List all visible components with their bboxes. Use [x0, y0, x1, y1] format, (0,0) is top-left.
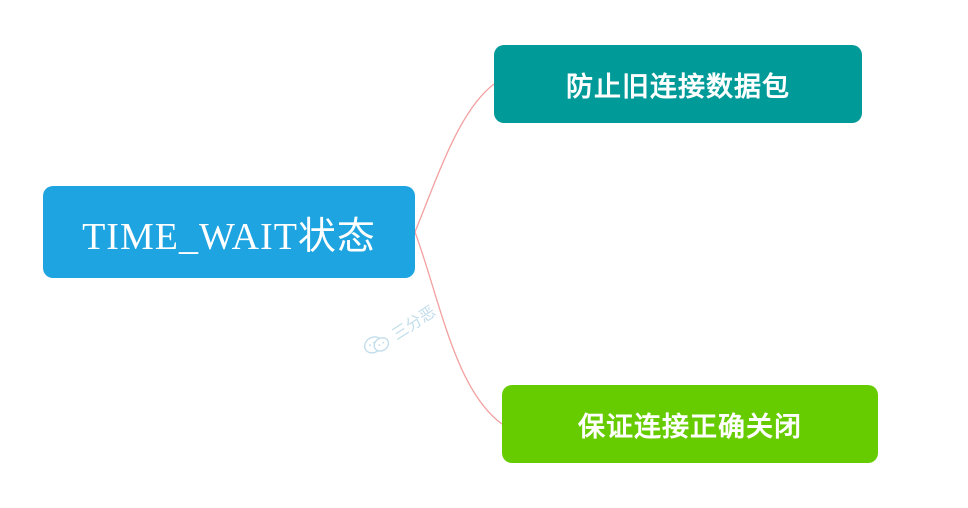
branch-node-ensure-close: 保证连接正确关闭 [502, 385, 878, 463]
wechat-icon [364, 336, 390, 354]
branch-label: 防止旧连接数据包 [566, 71, 790, 103]
watermark: 三分恶 [359, 298, 439, 362]
root-node: TIME_WAIT状态 [43, 186, 415, 278]
connector-to-branch-1 [414, 83, 495, 233]
root-label: TIME_WAIT状态 [82, 215, 376, 258]
branch-node-prevent-old-packets: 防止旧连接数据包 [494, 45, 862, 123]
branch-label: 保证连接正确关闭 [578, 411, 802, 443]
connector-to-branch-2 [414, 231, 503, 425]
